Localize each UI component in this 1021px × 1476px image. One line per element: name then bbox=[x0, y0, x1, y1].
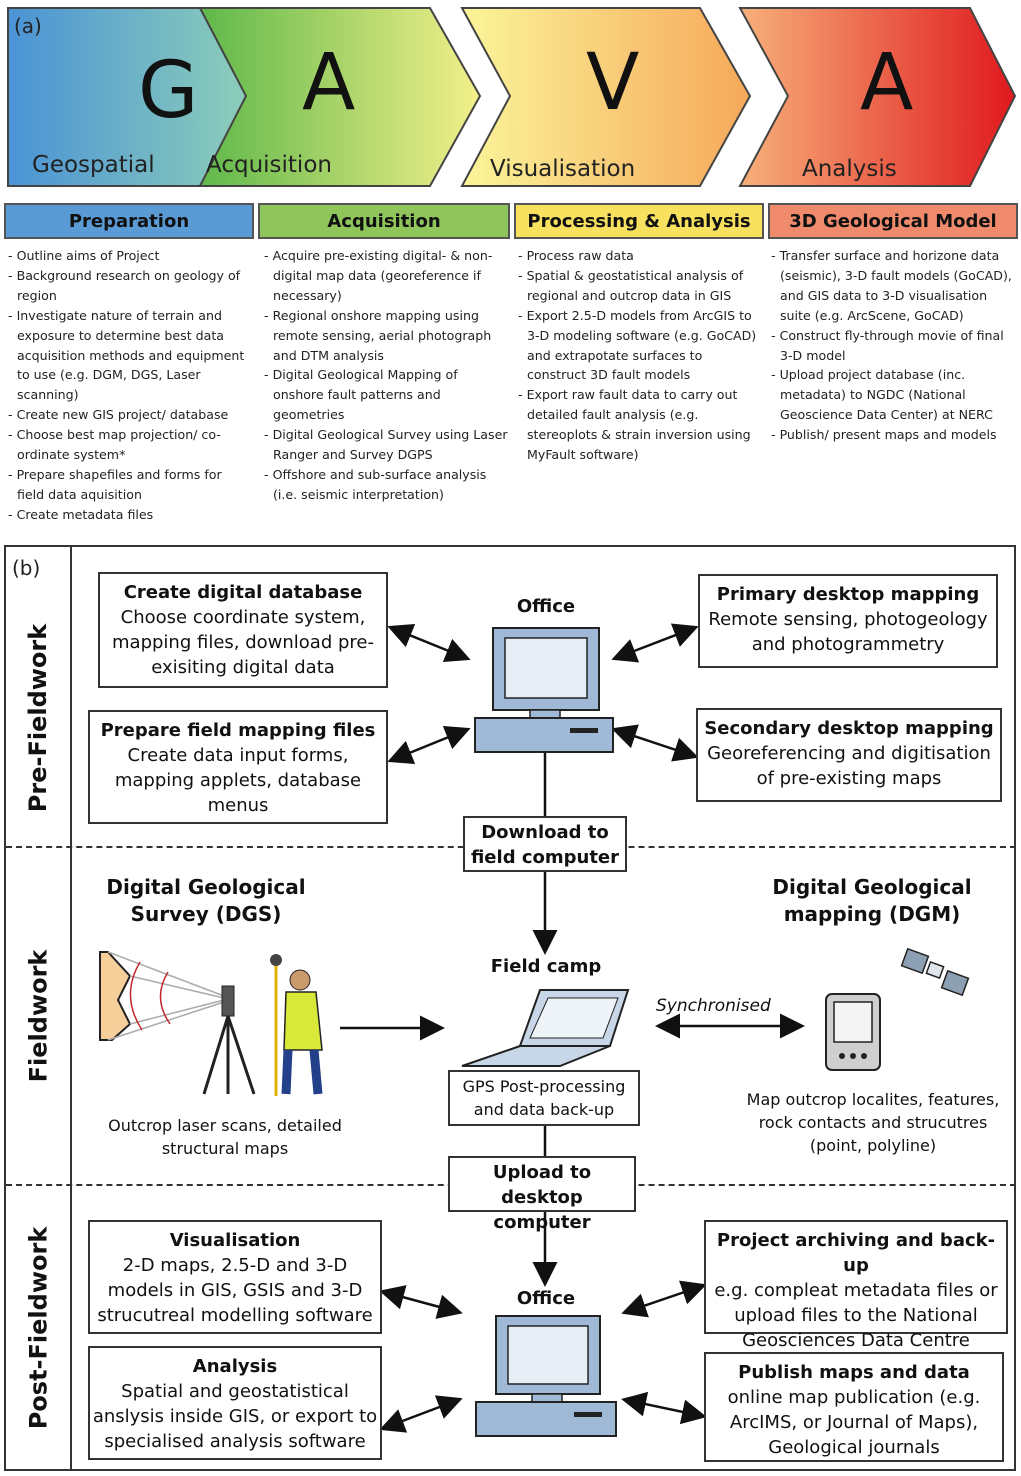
list-item: Regional onshore mapping using remote se… bbox=[264, 306, 508, 366]
satellite-icon bbox=[900, 947, 970, 997]
chevron-letter-a1: A bbox=[302, 38, 356, 128]
box-analysis: Analysis Spatial and geostatistical ansl… bbox=[88, 1346, 382, 1460]
box-secondary-desktop-mapping: Secondary desktop mapping Georeferencing… bbox=[696, 708, 1002, 802]
list-item: Digital Geological Survey using Laser Ra… bbox=[264, 425, 508, 465]
box-visualisation: Visualisation 2-D maps, 2.5-D and 3-D mo… bbox=[88, 1220, 382, 1334]
list-item: Offshore and sub-surface analysis (i.e. … bbox=[264, 465, 508, 505]
box-create-digital-database: Create digital database Choose coordinat… bbox=[98, 572, 388, 688]
laser-scanner-tripod-icon bbox=[202, 985, 256, 1095]
list-item: Spatial & geostatistical analysis of reg… bbox=[518, 266, 762, 306]
chevron-letter-g: G bbox=[138, 46, 199, 136]
box-publish-maps-and-data: Publish maps and data online map publica… bbox=[704, 1352, 1004, 1462]
desktop-computer-icon bbox=[474, 627, 614, 753]
laptop-icon bbox=[461, 989, 630, 1067]
caption-dgm: Map outcrop localites, features, rock co… bbox=[746, 1090, 1000, 1155]
list-item: Create new GIS project/ database bbox=[8, 405, 252, 425]
list-item: Prepare shapefiles and forms for field d… bbox=[8, 465, 252, 505]
box-gps-post-processing: GPS Post-processing and data back-up bbox=[448, 1070, 640, 1126]
office-label-bottom: Office bbox=[516, 1288, 576, 1309]
phase-acquisition-list: Acquire pre-existing digital- & non-digi… bbox=[264, 246, 508, 505]
list-item: Publish/ present maps and models bbox=[771, 425, 1017, 445]
phase-3d-model-list: Transfer surface and horizone data (seis… bbox=[771, 246, 1017, 445]
panel-a-tag: (a) bbox=[14, 14, 42, 38]
phase-preparation-header: Preparation bbox=[4, 203, 254, 239]
list-item: Construct fly-through movie of final 3-D… bbox=[771, 326, 1017, 366]
surveyor-figure-icon bbox=[270, 954, 323, 1096]
chevron-visualisation bbox=[460, 7, 752, 187]
chevron-word-geospatial: Geospatial bbox=[32, 152, 155, 178]
list-item: Export raw fault data to carry out detai… bbox=[518, 385, 762, 465]
panel-b-frame bbox=[4, 545, 1016, 1471]
panel-b-tag: (b) bbox=[12, 556, 41, 580]
phase-3d-model-header: 3D Geological Model bbox=[768, 203, 1018, 239]
chevron-acquisition bbox=[198, 7, 482, 187]
phase-acquisition-header: Acquisition bbox=[258, 203, 510, 239]
office-label-top: Office bbox=[516, 596, 576, 617]
box-primary-desktop-mapping: Primary desktop mapping Remote sensing, … bbox=[698, 574, 998, 668]
box-project-archiving: Project archiving and back-up e.g. compl… bbox=[704, 1220, 1008, 1376]
handheld-pda-icon bbox=[825, 993, 881, 1071]
label-dgm: Digital Geological mapping (DGM) bbox=[772, 875, 972, 926]
list-item: Choose best map projection/ co-ordinate … bbox=[8, 425, 252, 465]
list-item: Process raw data bbox=[518, 246, 762, 266]
box-download-to-field-computer: Download to field computer bbox=[463, 816, 627, 872]
field-camp-label: Field camp bbox=[490, 956, 602, 977]
stage-divider-line bbox=[70, 545, 72, 1471]
gava-chevron-band bbox=[7, 7, 1017, 187]
outcrop-scan-icon bbox=[99, 951, 225, 1041]
caption-dgs: Outcrop laser scans, detailed structural… bbox=[108, 1116, 342, 1158]
list-item: Acquire pre-existing digital- & non-digi… bbox=[264, 246, 508, 306]
chevron-word-visualisation: Visualisation bbox=[490, 156, 636, 182]
box-prepare-field-mapping-files: Prepare field mapping files Create data … bbox=[88, 710, 388, 824]
list-item: Digital Geological Mapping of onshore fa… bbox=[264, 365, 508, 425]
box-upload-to-desktop-computer: Upload to desktop computer bbox=[448, 1156, 636, 1233]
phase-preparation-list: Outline aims of Project Background resea… bbox=[8, 246, 252, 525]
chevron-word-analysis: Analysis bbox=[802, 156, 897, 182]
list-item: Create metadata files bbox=[8, 505, 252, 525]
list-item: Upload project database (inc. metadata) … bbox=[771, 365, 1017, 425]
list-item: Investigate nature of terrain and exposu… bbox=[8, 306, 252, 406]
chevron-letter-a2: A bbox=[860, 38, 914, 128]
label-dgs: Digital Geological Survey (DGS) bbox=[106, 875, 306, 926]
phase-processing-list: Process raw data Spatial & geostatistica… bbox=[518, 246, 762, 465]
phase-processing-header: Processing & Analysis bbox=[514, 203, 764, 239]
list-item: Outline aims of Project bbox=[8, 246, 252, 266]
list-item: Background research on geology of region bbox=[8, 266, 252, 306]
list-item: Transfer surface and horizone data (seis… bbox=[771, 246, 1017, 326]
chevron-letter-v: V bbox=[586, 38, 640, 128]
chevron-analysis bbox=[738, 7, 1017, 187]
desktop-computer-icon bbox=[475, 1315, 617, 1437]
synchronised-label: Synchronised bbox=[656, 996, 771, 1016]
chevron-word-acquisition: Acquisition bbox=[206, 152, 332, 178]
list-item: Export 2.5-D models from ArcGIS to 3-D m… bbox=[518, 306, 762, 386]
